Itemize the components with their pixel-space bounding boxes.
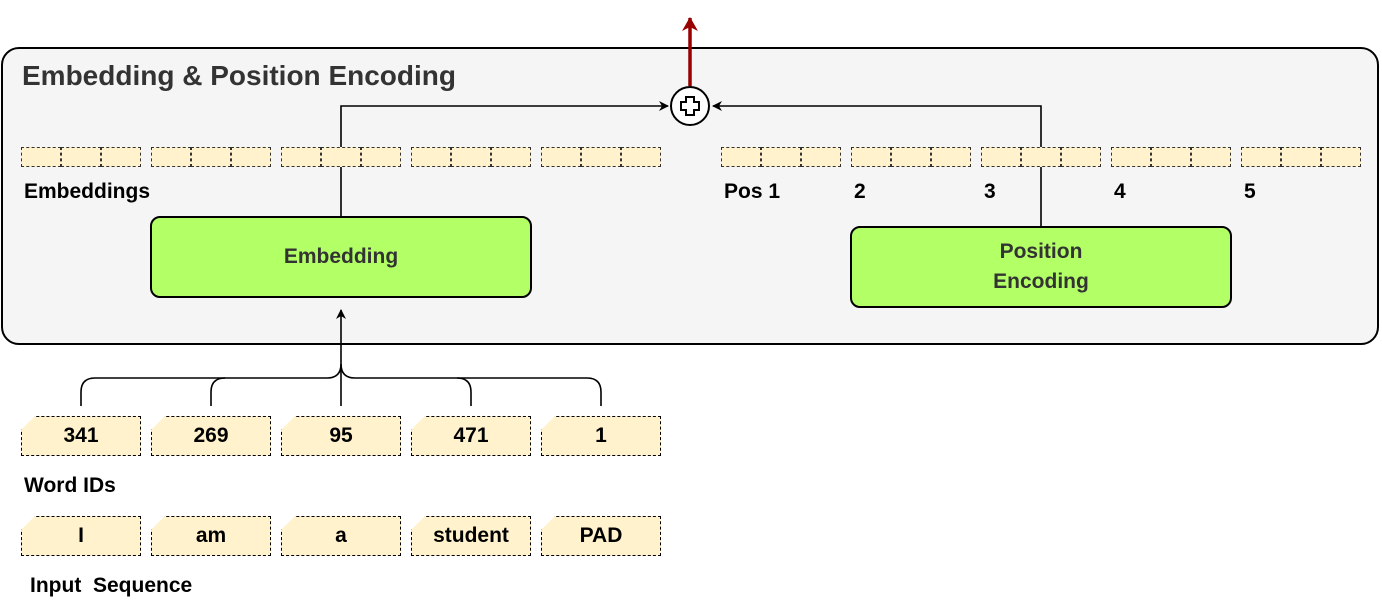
embedding-box: Embedding bbox=[150, 216, 532, 298]
token-tag: PAD bbox=[541, 516, 661, 556]
word-id-tag: 471 bbox=[411, 416, 531, 456]
position-vector bbox=[1241, 147, 1361, 167]
position-encoding-box: Position Encoding bbox=[850, 226, 1232, 308]
token-tag: I bbox=[21, 516, 141, 556]
word-id-tag: 95 bbox=[281, 416, 401, 456]
embedding-vector bbox=[281, 147, 401, 167]
word-id-tag: 341 bbox=[21, 416, 141, 456]
pos-label: 5 bbox=[1244, 180, 1256, 203]
pos-label: Pos 1 bbox=[724, 180, 781, 203]
position-box-line2: Encoding bbox=[993, 270, 1089, 293]
adder-icon bbox=[670, 86, 710, 126]
embedding-vector bbox=[541, 147, 661, 167]
pos-label: 3 bbox=[984, 180, 996, 203]
embeddings-label: Embeddings bbox=[24, 180, 151, 203]
position-vector bbox=[1111, 147, 1231, 167]
position-box-line1: Position bbox=[999, 240, 1083, 263]
word-ids-bracket-inner bbox=[210, 377, 472, 406]
pos-label: 4 bbox=[1114, 180, 1126, 203]
embedding-box-label: Embedding bbox=[283, 245, 399, 268]
embedding-vector bbox=[411, 147, 531, 167]
embedding-vector bbox=[21, 147, 141, 167]
token-tag: am bbox=[151, 516, 271, 556]
position-vector bbox=[721, 147, 841, 167]
token-tag: a bbox=[281, 516, 401, 556]
token-tag: student bbox=[411, 516, 531, 556]
position-vector bbox=[851, 147, 971, 167]
panel-title: Embedding & Position Encoding bbox=[22, 60, 456, 91]
embedding-to-adder-line bbox=[340, 101, 669, 216]
input-sequence-label: Input Sequence bbox=[30, 574, 193, 597]
position-to-adder-line bbox=[712, 101, 1042, 226]
position-vector bbox=[981, 147, 1101, 167]
pos-label: 2 bbox=[854, 180, 866, 203]
embedding-vector bbox=[151, 147, 271, 167]
word-id-tag: 1 bbox=[541, 416, 661, 456]
word-ids-label: Word IDs bbox=[24, 474, 116, 497]
word-id-tag: 269 bbox=[151, 416, 271, 456]
